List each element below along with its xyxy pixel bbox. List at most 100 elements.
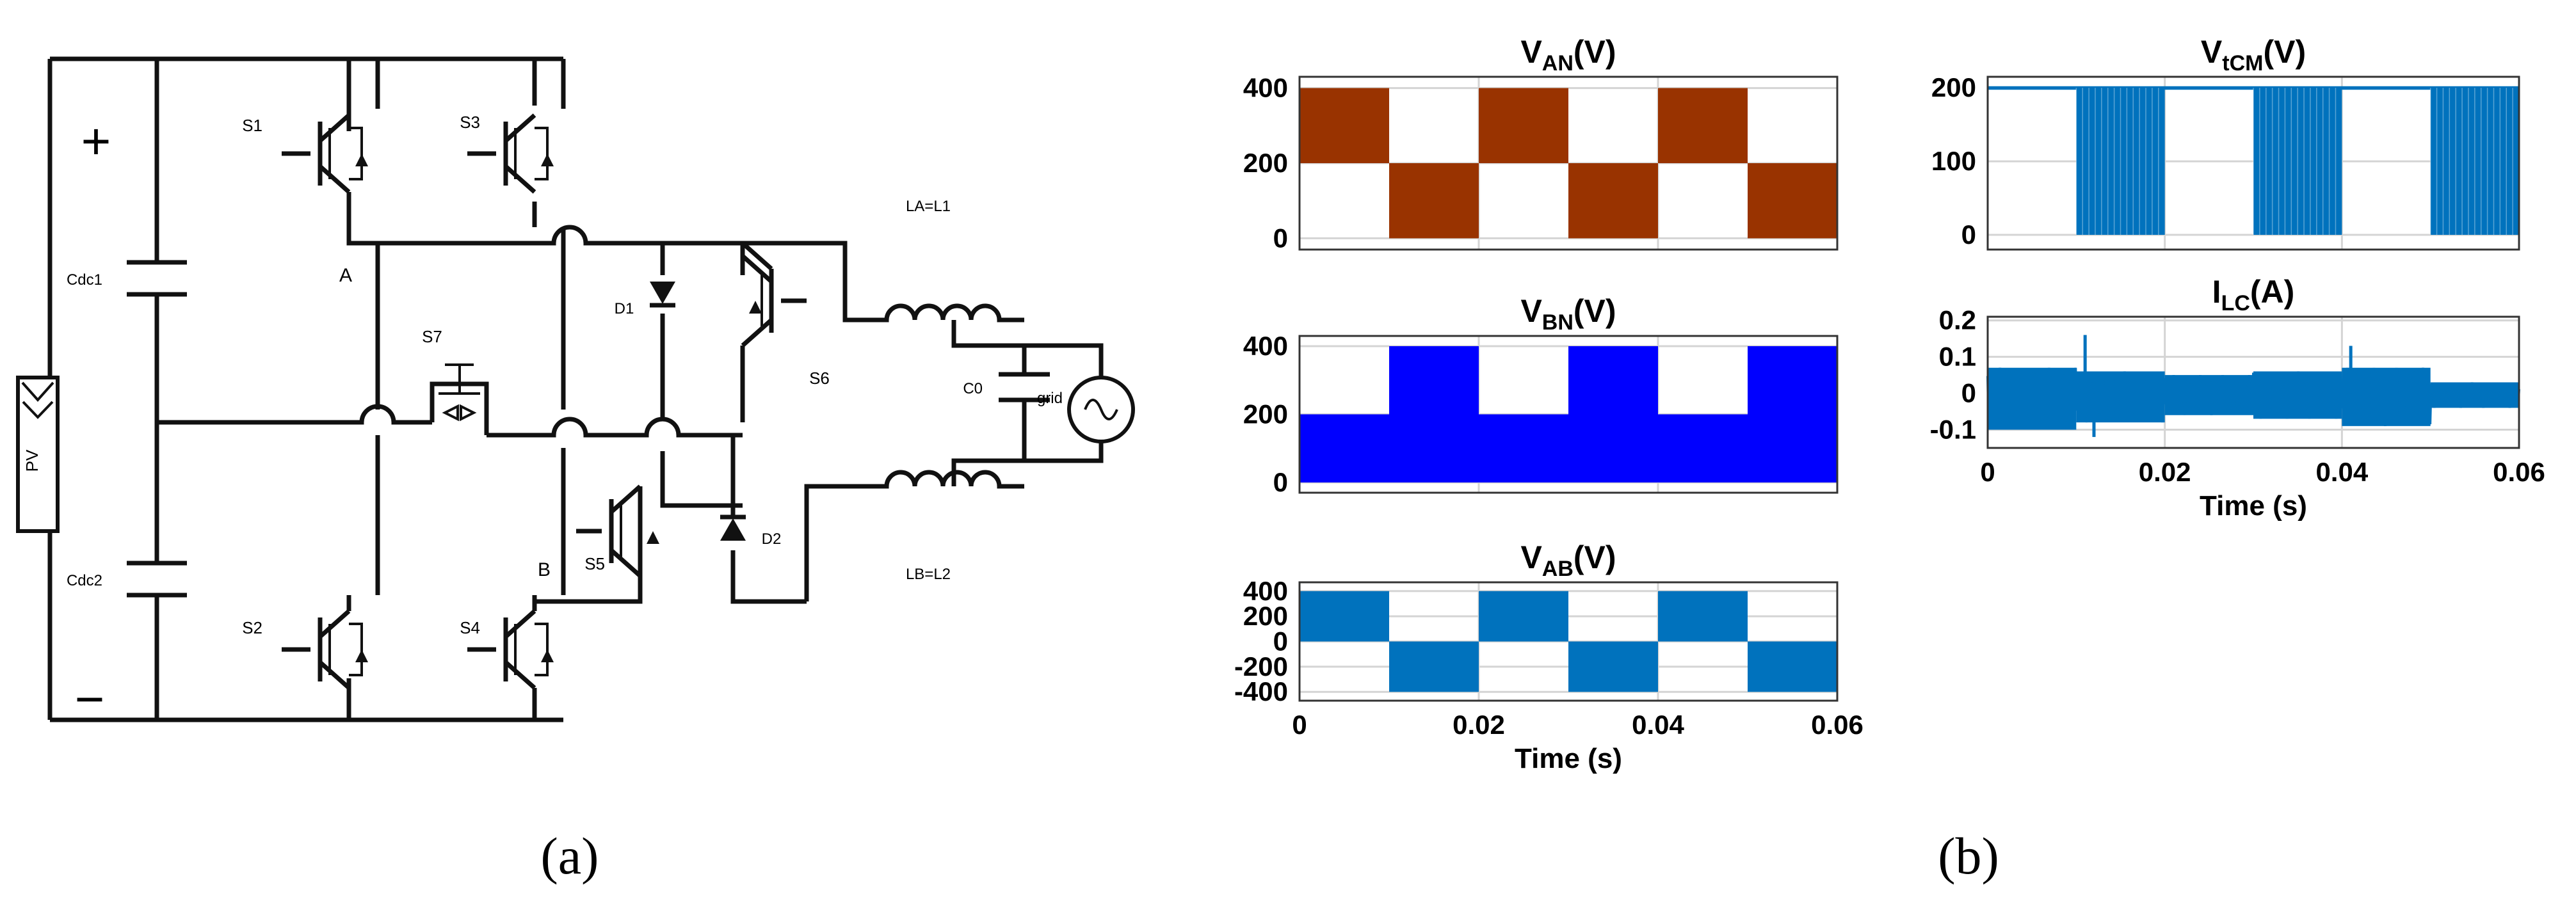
leg-b-wire [532,59,643,604]
ilc-waveform [1986,367,2520,430]
vtcm-ytick-2: 0 [1961,219,1976,250]
vab-ytick-2: 0 [1273,626,1288,657]
circuit-diagram: PV + − Cdc1 Cdc2 S1 S2 A [16,56,1135,728]
ilc-ytick-2: 0 [1961,378,1976,408]
vbn-title-unit: (V) [1574,293,1616,329]
vab-ytick-4: -400 [1234,676,1288,706]
ilc-frame [1986,315,2520,449]
vab-xtick-1: 0.02 [1453,710,1505,740]
switch-s1 [282,59,368,202]
vab-title: VAB(V) [1520,539,1616,581]
output-wire [951,320,1104,486]
van-ytick-1: 200 [1243,148,1288,178]
van-title-main: V [1520,34,1542,70]
vab-title-unit: (V) [1574,539,1616,575]
caption-b: (b) [1938,827,1999,885]
s6-label: S6 [809,369,830,388]
c0-label: C0 [963,380,983,397]
sine-icon [1084,399,1118,420]
l1-label: LA=L1 [906,198,951,215]
ilc-title-unit: (A) [2250,274,2294,310]
van-band-2 [1479,88,1568,163]
van-ytick-0: 400 [1243,73,1288,103]
vtcm-ytick-1: 100 [1931,146,1976,176]
s4-label: S4 [460,618,480,637]
caption-a: (a) [540,827,599,885]
van-band-0 [1300,88,1389,163]
van-band-1 [1389,163,1479,239]
vtcm-band-3 [2253,88,2342,235]
inductor-l2 [807,470,1024,489]
vbn-ytick-2: 0 [1273,467,1288,497]
c0-plates [999,372,1050,402]
vbn-band-4 [1658,414,1748,483]
van-ytick-2: 0 [1273,223,1288,253]
switch-s4 [467,595,554,720]
switch-s2 [282,595,368,720]
cdc2-label: Cdc2 [67,572,102,589]
vab-band-3 [1568,641,1658,692]
vab-band-0 [1300,591,1389,642]
vbn-ytick-0: 400 [1243,331,1288,361]
switch-s6 [740,241,807,422]
plot-vbn: VBN(V) 400 200 0 [1243,293,1839,497]
d1-wire [660,243,745,508]
vbn-ytick-1: 200 [1243,399,1288,429]
lower-out-wire [804,484,877,601]
ilc-title-main: I [2212,274,2221,310]
vab-xtick-3: 0.06 [1811,710,1864,740]
ilc-xtick-3: 0.06 [2493,457,2545,487]
ilc-title-sub: LC [2221,291,2250,315]
van-title: VAN(V) [1520,34,1616,76]
plot-van: VAN(V) 400 200 0 [1243,34,1839,253]
van-band-5 [1748,163,1837,239]
vbn-band-1 [1389,346,1479,483]
vtcm-title-main: V [2201,34,2223,70]
ilc-ytick-3: -0.1 [1930,415,1976,445]
diode-d1 [650,282,675,304]
ilc-ytick-0: 0.2 [1939,305,1976,335]
vtcm-band-1 [2076,88,2165,235]
s7-label: S7 [422,327,442,346]
ilc-xtick-2: 0.04 [2315,457,2368,487]
vbn-frame [1298,335,1839,494]
vtcm-title-sub: tCM [2222,51,2263,76]
grid-label: grid [1037,390,1063,407]
ilc-xlabel: Time (s) [2200,490,2307,522]
vab-ytick-3: -200 [1234,651,1288,681]
vtcm-ytick-0: 200 [1931,72,1976,102]
vtcm-title: VtCM(V) [2201,34,2306,76]
s2-label: S2 [242,618,262,637]
ilc-xtick-1: 0.02 [2139,457,2191,487]
pv-label: PV [22,449,42,472]
vbn-title: VBN(V) [1520,293,1616,335]
inductor-l1 [845,303,1024,323]
vbn-band-2 [1479,414,1568,483]
cdc2-plates [127,561,187,598]
vbn-title-sub: BN [1542,310,1574,335]
vtcm-band-5 [2430,88,2519,235]
s3-label: S3 [460,113,480,132]
van-band-3 [1568,163,1658,239]
vab-xtick-2: 0.04 [1632,710,1684,740]
vab-title-sub: AB [1542,557,1574,581]
d2-wire [730,435,807,604]
vab-frame [1298,581,1839,702]
vab-xlabel: Time (s) [1515,743,1622,774]
plus-sign: + [81,113,111,170]
cdc1-label: Cdc1 [67,271,102,289]
vtcm-frame [1986,76,2520,251]
switch-s3 [467,59,554,194]
d2-label: D2 [762,530,782,548]
node-a-label: A [339,265,352,286]
plot-vtcm: VtCM(V) 200 100 0 [1931,34,2520,251]
leg-a-wire [346,59,848,720]
s1-label: S1 [242,116,262,135]
minus-sign: − [75,671,105,728]
van-frame [1298,76,1839,251]
vab-ytick-0: 400 [1243,576,1288,606]
pv-arrow [21,381,54,419]
